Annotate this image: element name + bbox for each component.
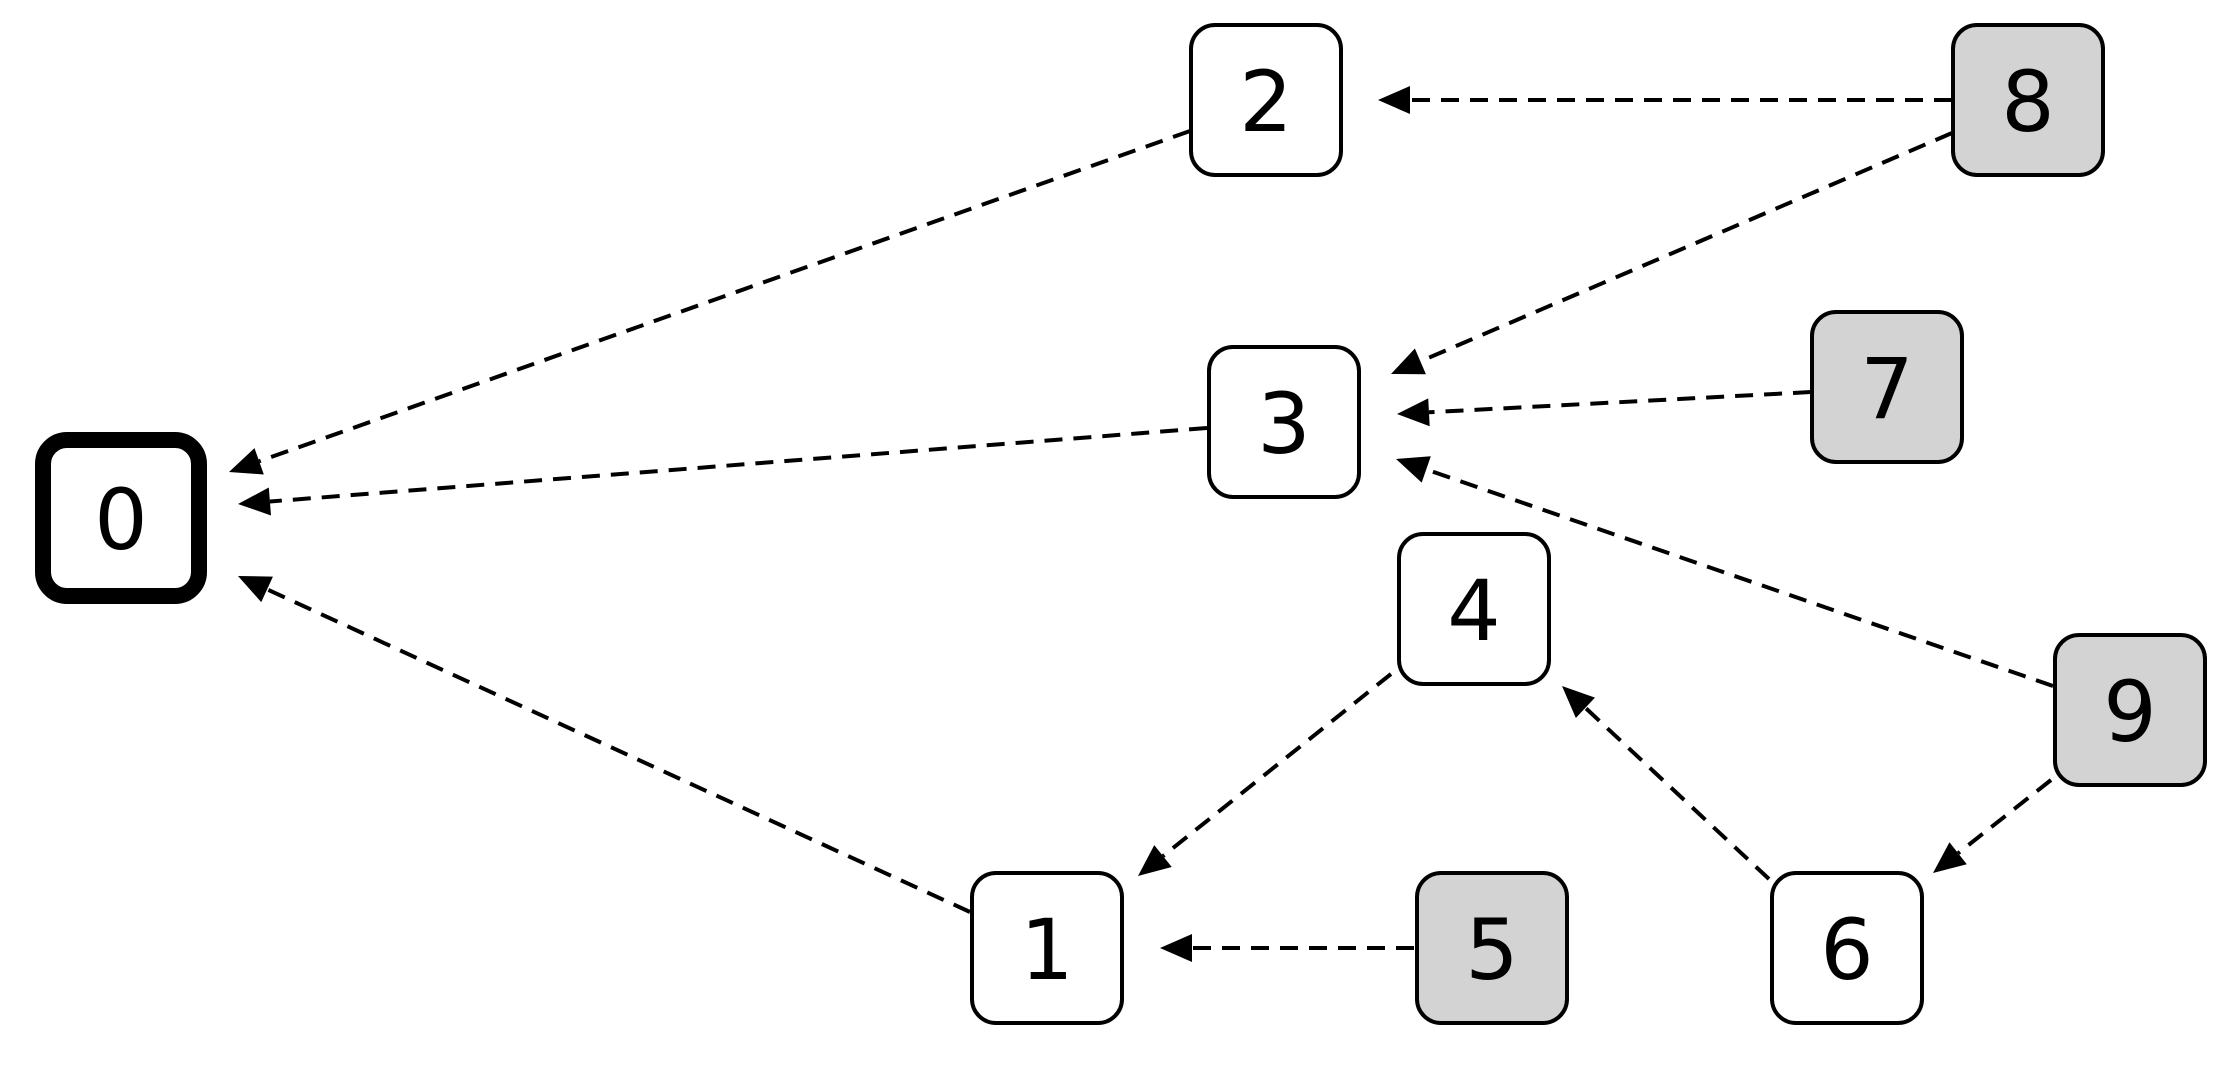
- node-5: 5: [1415, 871, 1569, 1025]
- node-box: [1207, 345, 1361, 499]
- edge-5-to-1: [1160, 934, 1414, 962]
- edge-9-to-6: [1933, 778, 2053, 873]
- arrowhead-icon: [229, 448, 264, 475]
- arrowhead-icon: [1397, 398, 1430, 427]
- node-box: [1770, 871, 1924, 1025]
- node-4: 4: [1397, 532, 1551, 686]
- node-label: 5: [1465, 901, 1518, 999]
- edge-line: [1428, 390, 1812, 415]
- edge-9-to-3: [1396, 456, 2054, 688]
- edge-line: [1425, 467, 2054, 688]
- node-label: 2: [1239, 53, 1292, 151]
- edge-line: [266, 587, 971, 914]
- edges-layer: [229, 86, 2054, 962]
- node-label: 4: [1447, 562, 1500, 660]
- edge-line: [1419, 131, 1953, 364]
- node-9: 9: [2053, 633, 2207, 787]
- node-0: 0: [35, 432, 207, 604]
- arrowhead-icon: [1562, 686, 1595, 719]
- arrowhead-icon: [1160, 934, 1192, 962]
- edge-line: [258, 129, 1191, 464]
- node-label: 6: [1820, 901, 1873, 999]
- edge-7-to-3: [1397, 390, 1812, 427]
- edge-line: [1584, 706, 1771, 881]
- edge-6-to-4: [1562, 686, 1771, 881]
- node-2: 2: [1189, 23, 1343, 177]
- node-label: 7: [1860, 340, 1913, 438]
- nodes-layer: 0 1 2 3 4 5 6 7 8 9: [35, 23, 2207, 1025]
- node-7: 7: [1810, 310, 1964, 464]
- arrowhead-icon: [1378, 86, 1410, 114]
- edge-line: [1956, 778, 2053, 855]
- node-box: [2053, 633, 2207, 787]
- node-1: 1: [970, 871, 1124, 1025]
- edge-2-to-0: [229, 129, 1191, 475]
- arrowhead-icon: [1396, 456, 1431, 483]
- node-box: [1810, 310, 1964, 464]
- node-box: [970, 871, 1124, 1025]
- node-box: [1951, 23, 2105, 177]
- node-label: 0: [94, 471, 147, 569]
- arrowhead-icon: [1138, 845, 1172, 876]
- arrowhead-icon: [238, 576, 273, 603]
- node-label: 1: [1020, 901, 1073, 999]
- edge-line: [269, 426, 1208, 504]
- edge-line: [1161, 672, 1393, 858]
- arrowhead-icon: [1391, 348, 1426, 375]
- node-box: [1397, 532, 1551, 686]
- edge-8-to-3: [1391, 131, 1953, 375]
- node-8: 8: [1951, 23, 2105, 177]
- edge-4-to-1: [1138, 672, 1393, 876]
- node-box: [35, 432, 207, 604]
- node-label: 8: [2001, 53, 2054, 151]
- node-label: 3: [1257, 375, 1310, 473]
- node-label: 9: [2103, 663, 2156, 761]
- node-3: 3: [1207, 345, 1361, 499]
- node-box: [1189, 23, 1343, 177]
- arrowhead-icon: [238, 487, 271, 516]
- edge-8-to-2: [1378, 86, 1952, 114]
- edge-3-to-0: [238, 426, 1208, 516]
- edge-1-to-0: [238, 576, 971, 914]
- node-6: 6: [1770, 871, 1924, 1025]
- node-box: [1415, 871, 1569, 1025]
- arrowhead-icon: [1933, 842, 1967, 873]
